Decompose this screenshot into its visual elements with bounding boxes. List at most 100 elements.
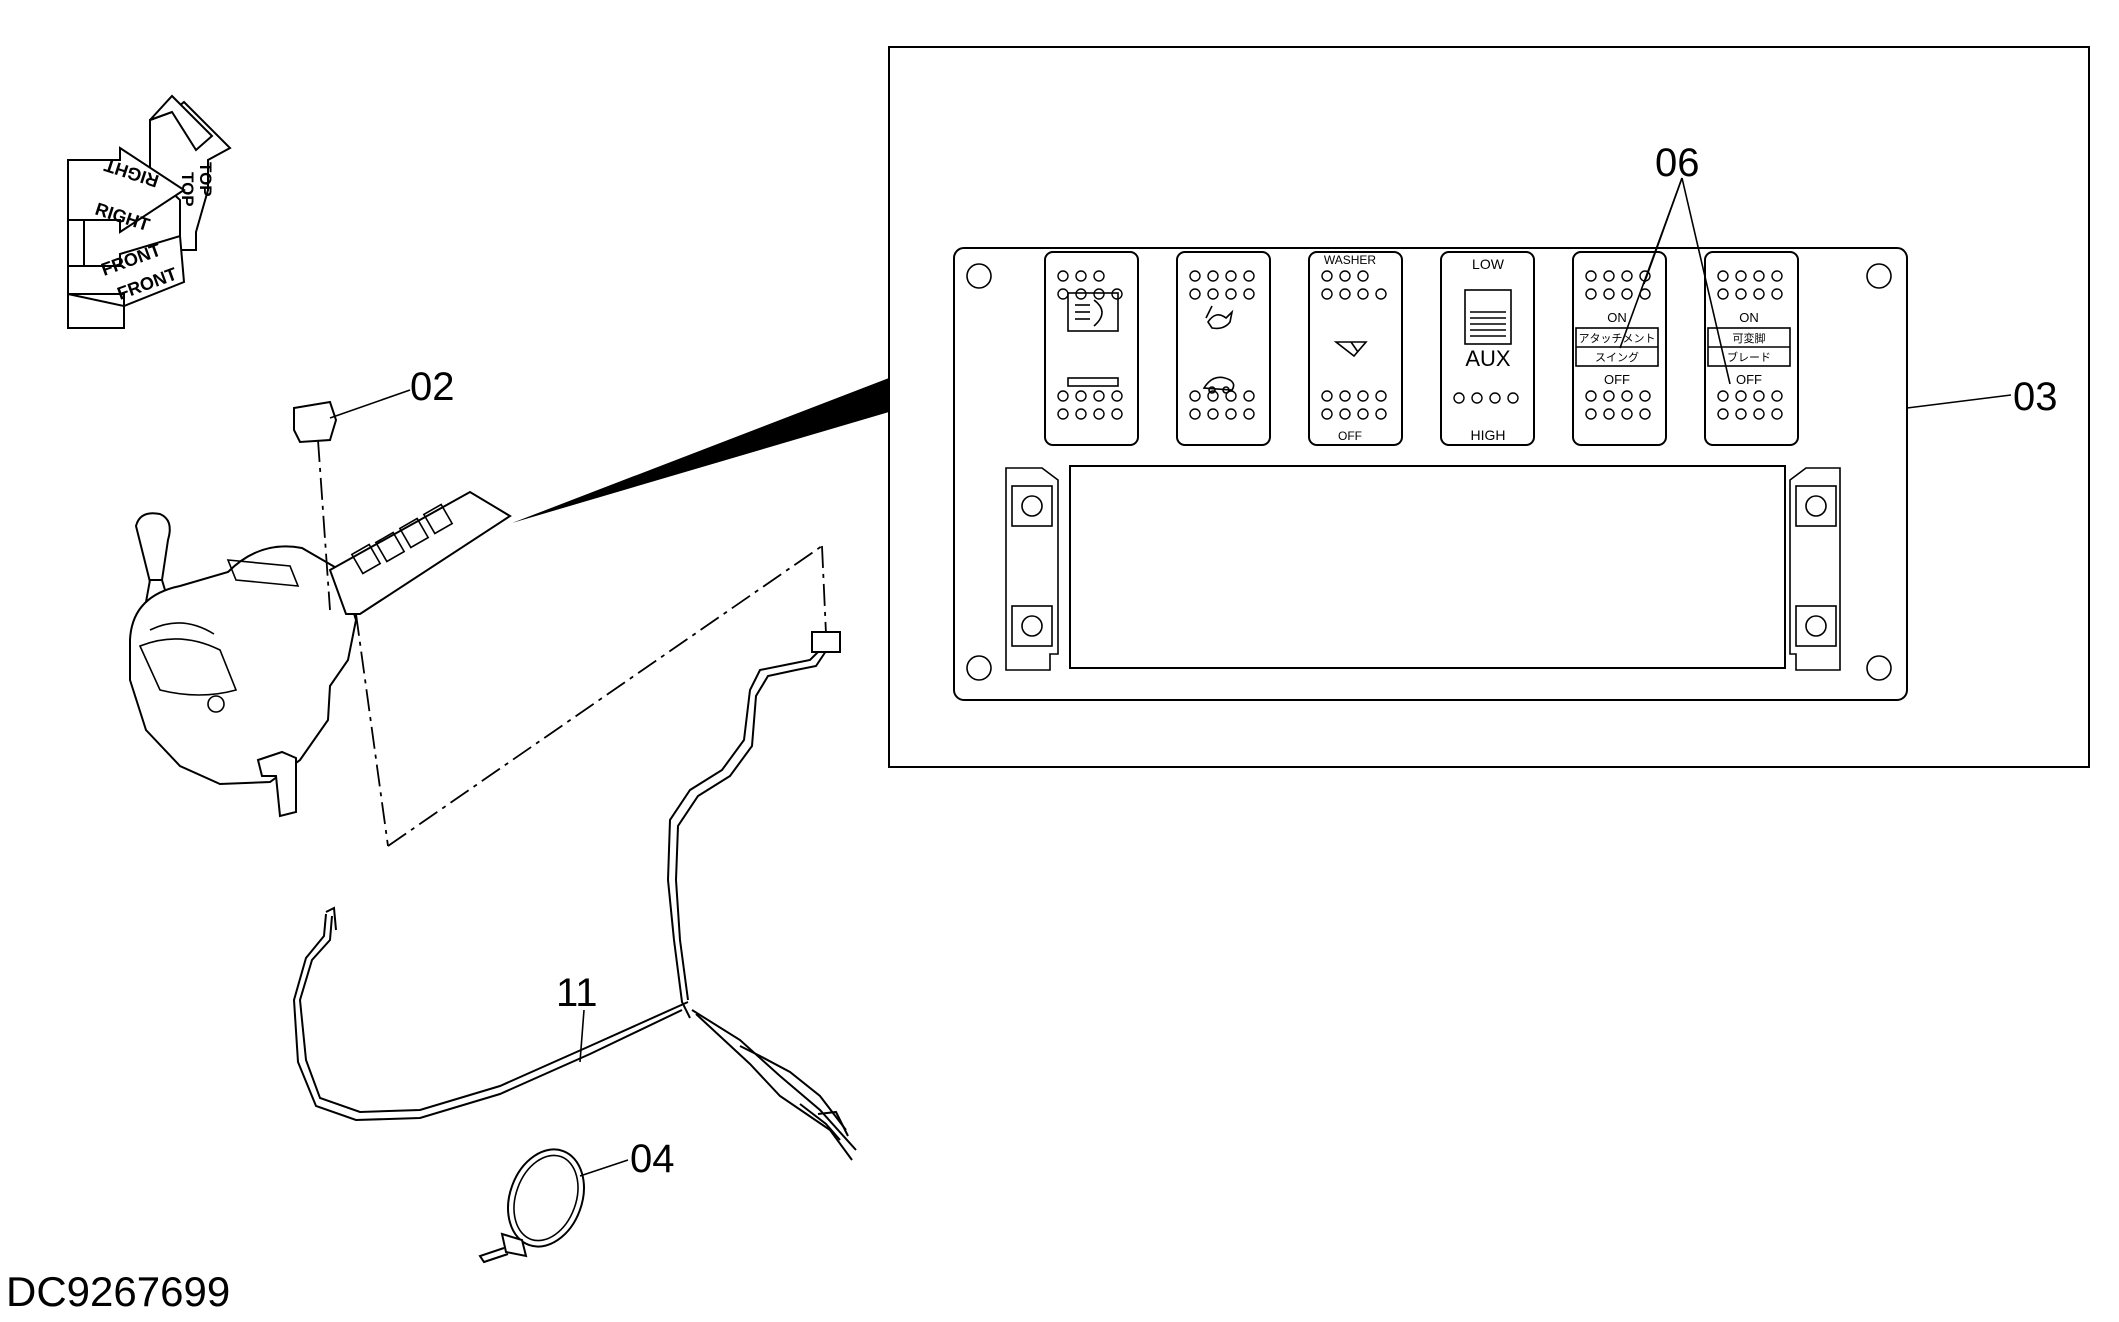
- switch-dot: [1735, 270, 1747, 282]
- sw5-attachment-label: アタッチメント: [1579, 332, 1656, 345]
- switch-dot: [1111, 288, 1123, 300]
- switch-dot: [1753, 288, 1765, 300]
- switch-dot: [1735, 390, 1747, 402]
- sw5-swing-label: スイング: [1595, 350, 1639, 364]
- sw6-blade-label: ブレード: [1727, 350, 1771, 364]
- switch-cap-02: [293, 400, 338, 444]
- switch-dot: [1753, 408, 1765, 420]
- switch-dot: [1717, 390, 1729, 402]
- switch-dot: [1753, 270, 1765, 282]
- switch-dot: [1375, 288, 1387, 300]
- switch-dot: [1735, 288, 1747, 300]
- switch-dot: [1075, 270, 1087, 282]
- switch-dot: [1375, 390, 1387, 402]
- switch-dot: [1339, 390, 1351, 402]
- switch-dot: [1093, 270, 1105, 282]
- detail-pointer-wedge: [512, 378, 889, 523]
- control-lever-assembly: [129, 400, 512, 818]
- switch-dot: [1771, 408, 1783, 420]
- switch-dot: [1189, 390, 1201, 402]
- switch-dot: [1243, 408, 1255, 420]
- rabbit-icon: [1205, 305, 1234, 330]
- switch-dot: [1771, 390, 1783, 402]
- switch-dot: [1243, 270, 1255, 282]
- switch-dot: [1207, 390, 1219, 402]
- switch-dot: [1771, 270, 1783, 282]
- switch-dot: [1375, 408, 1387, 420]
- switch-dot: [1621, 408, 1633, 420]
- callout-06: 06: [1655, 141, 1700, 185]
- sw5-off-label: OFF: [1604, 372, 1630, 387]
- wire-harness: [292, 631, 857, 1161]
- switch-dot: [1471, 392, 1483, 404]
- switch-dot: [1189, 270, 1201, 282]
- switch-dot: [1603, 408, 1615, 420]
- switch-dot: [1057, 390, 1069, 402]
- switch-dot: [1321, 408, 1333, 420]
- washer-off-label: OFF: [1338, 429, 1362, 443]
- callout-11: 11: [556, 971, 598, 1015]
- switch-dot: [1225, 390, 1237, 402]
- display-window: [1069, 465, 1786, 669]
- switch-dot: [1243, 390, 1255, 402]
- switch-dot: [1357, 288, 1369, 300]
- mount-bracket-left: [1005, 467, 1059, 671]
- leader-lines: [329, 177, 2012, 1177]
- switch-dot: [1357, 408, 1369, 420]
- switch-dot: [1207, 288, 1219, 300]
- switch-dot: [1111, 390, 1123, 402]
- cable-tie: [478, 1148, 585, 1264]
- switch-dot: [1075, 408, 1087, 420]
- switch-dot: [1621, 270, 1633, 282]
- switch-dot: [1621, 288, 1633, 300]
- callout-04: 04: [630, 1137, 675, 1181]
- switch-dot: [1357, 390, 1369, 402]
- switch-dot: [1339, 270, 1351, 282]
- switch-dot: [1717, 288, 1729, 300]
- switch-dot: [1207, 408, 1219, 420]
- switch-dot: [1489, 392, 1501, 404]
- switch-dot: [1057, 270, 1069, 282]
- switch-dot: [1639, 390, 1651, 402]
- switch-dot: [1207, 270, 1219, 282]
- switch-dot: [1093, 408, 1105, 420]
- switch-dot: [1111, 408, 1123, 420]
- switch-dot: [1189, 288, 1201, 300]
- switch-dot: [1321, 270, 1333, 282]
- switch-dot: [1717, 270, 1729, 282]
- switch-dot: [1585, 270, 1597, 282]
- orientation-top-label: TOP: [178, 172, 197, 207]
- aux-slider-icon: [1464, 289, 1512, 345]
- orientation-indicator: TOP TOP RIGHT RIGHT FRONT FRONT: [67, 94, 232, 329]
- sw6-on-label: ON: [1739, 310, 1759, 325]
- switch-dot: [1243, 288, 1255, 300]
- switch-dot: [1339, 288, 1351, 300]
- switch-dot: [1225, 270, 1237, 282]
- switch-dot: [1753, 390, 1765, 402]
- switch-dot: [1507, 392, 1519, 404]
- switch-dot: [1189, 408, 1201, 420]
- switch-dot: [1075, 390, 1087, 402]
- switch-dot: [1621, 390, 1633, 402]
- switch-dot: [1225, 288, 1237, 300]
- switch-dot: [1603, 288, 1615, 300]
- indicator-bar: [1067, 377, 1119, 387]
- switch-panel: WASHER OFF LOW AUX HIGH ON アタッチメント スイング …: [953, 247, 1908, 701]
- aux-label: AUX: [1465, 346, 1511, 371]
- switch-dot: [1357, 270, 1369, 282]
- washer-label: WASHER: [1324, 253, 1377, 267]
- switch-dot: [1603, 270, 1615, 282]
- switch-dot: [1075, 288, 1087, 300]
- callout-03: 03: [2013, 375, 2058, 419]
- switch-dot: [1093, 288, 1105, 300]
- switch-dot: [1093, 390, 1105, 402]
- switch-dot: [1735, 408, 1747, 420]
- orientation-top-label-2: TOP: [196, 162, 215, 197]
- switch-dot: [1321, 288, 1333, 300]
- switch-dot: [1321, 390, 1333, 402]
- connector-end: [811, 631, 841, 653]
- switch-dot: [1585, 288, 1597, 300]
- switch-dot: [1717, 408, 1729, 420]
- callout-02: 02: [410, 365, 455, 409]
